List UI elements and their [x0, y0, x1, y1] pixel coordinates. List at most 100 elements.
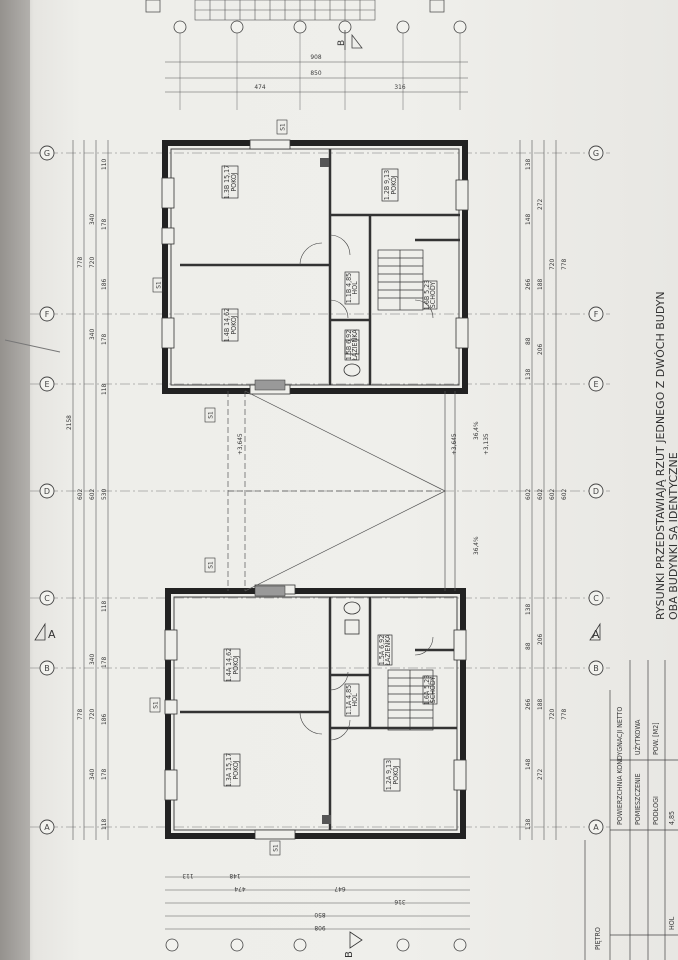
svg-text:POKÓJ: POKÓJ: [231, 655, 240, 674]
svg-text:148: 148: [524, 759, 532, 770]
axis-label-D-right: D: [593, 487, 599, 496]
svg-text:ŁAZIENKA: ŁAZIENKA: [351, 329, 359, 362]
svg-text:340: 340: [88, 329, 96, 340]
svg-text:88: 88: [524, 642, 532, 650]
svg-text:178: 178: [100, 334, 108, 345]
svg-text:UŻYTKOWA: UŻYTKOWA: [633, 719, 642, 755]
svg-text:1.5B 6,92: 1.5B 6,92: [345, 330, 353, 360]
svg-text:138: 138: [524, 369, 532, 380]
svg-text:138: 138: [524, 604, 532, 615]
section-mark-A: A A: [34, 622, 601, 641]
svg-text:POKÓJ: POKÓJ: [391, 765, 400, 784]
svg-text:908: 908: [314, 924, 325, 932]
svg-text:272: 272: [536, 769, 544, 780]
axis-bubble-6-top: [453, 20, 467, 34]
dim-top-1: 908: [310, 53, 321, 61]
caption: RYSUNKI PRZEDSTAWIAJĄ RZUT JEDNEGO Z DWÓ…: [654, 291, 678, 620]
svg-text:138: 138: [524, 819, 532, 830]
svg-text:178: 178: [100, 219, 108, 230]
top-table: [194, 0, 376, 21]
lower-stair: [387, 669, 434, 731]
svg-text:4,85: 4,85: [668, 811, 676, 825]
svg-text:POKÓJ: POKÓJ: [389, 175, 398, 194]
svg-text:602: 602: [88, 489, 96, 500]
svg-text:B: B: [337, 40, 347, 46]
svg-text:S1: S1: [155, 281, 163, 289]
axis-label-E-left: E: [44, 380, 49, 389]
axis-label-F-left: F: [45, 310, 50, 319]
svg-text:148: 148: [229, 872, 240, 880]
upper-outer-wall: [162, 140, 468, 394]
svg-text:186: 186: [100, 279, 108, 290]
lower-outer-wall: [165, 588, 466, 839]
svg-text:HOL: HOL: [351, 693, 359, 707]
svg-text:602: 602: [524, 489, 532, 500]
svg-text:1.6B 5,23: 1.6B 5,23: [423, 280, 431, 310]
axis-bubble-5-top: [396, 20, 410, 34]
svg-text:186: 186: [100, 714, 108, 725]
axis-label-A-left: A: [44, 823, 50, 832]
svg-text:113: 113: [182, 872, 193, 880]
axis-bubble-D-left: [39, 483, 55, 499]
svg-text:1.2B 9,13: 1.2B 9,13: [383, 170, 391, 200]
svg-text:POMIESZCZENIE: POMIESZCZENIE: [634, 773, 642, 825]
svg-text:HOL: HOL: [668, 916, 676, 930]
svg-text:778: 778: [76, 257, 84, 268]
svg-text:1.1A 4,85: 1.1A 4,85: [345, 685, 353, 715]
axis-label-B-right: B: [593, 664, 599, 673]
axis-bubble-A-left: [39, 819, 55, 835]
axis-label-C-left: C: [44, 594, 50, 603]
svg-text:1.3A 15,17: 1.3A 15,17: [225, 753, 233, 787]
svg-text:720: 720: [88, 709, 96, 720]
axis-bubble-B-left: [39, 660, 55, 676]
axis-bubble-G-left: [39, 145, 55, 161]
svg-text:778: 778: [560, 259, 568, 270]
section-mark-top: B: [337, 30, 363, 50]
svg-text:316: 316: [394, 898, 405, 906]
svg-text:602: 602: [548, 489, 556, 500]
svg-text:602: 602: [76, 489, 84, 500]
svg-text:OBA BUDYNKI SĄ IDENTYCZNE: OBA BUDYNKI SĄ IDENTYCZNE: [667, 452, 678, 620]
axis-label-G-left: G: [44, 149, 50, 158]
svg-text:RYSUNKI PRZEDSTAWIAJĄ RZUT JED: RYSUNKI PRZEDSTAWIAJĄ RZUT JEDNEGO Z DWÓ…: [654, 291, 667, 620]
svg-text:S1: S1: [272, 844, 280, 852]
svg-text:+3,645: +3,645: [450, 433, 458, 455]
axis-label-A-right: A: [593, 823, 599, 832]
axis-bubble-C-right: [588, 590, 604, 606]
svg-text:272: 272: [536, 199, 544, 210]
svg-text:S1: S1: [207, 411, 215, 419]
axis-bubble-2-top: [230, 20, 244, 34]
svg-text:1.4A 14,62: 1.4A 14,62: [225, 648, 233, 682]
svg-text:1.5A 6,92: 1.5A 6,92: [378, 635, 386, 665]
axis-bubble-E-left: [39, 376, 55, 392]
axis-bubble-B-right: [588, 660, 604, 676]
axis-label-E-right: E: [593, 380, 598, 389]
upper-stair: [377, 249, 424, 311]
svg-text:778: 778: [560, 709, 568, 720]
svg-text:1.6A 5,23: 1.6A 5,23: [423, 675, 431, 705]
svg-text:148: 148: [524, 214, 532, 225]
fold-shadow: [0, 0, 30, 960]
svg-text:POKÓJ: POKÓJ: [229, 315, 238, 334]
svg-text:720: 720: [88, 257, 96, 268]
svg-text:1.4B 14,62: 1.4B 14,62: [223, 308, 231, 342]
building-lower: [164, 584, 467, 840]
axis-bubble-A-right: [588, 819, 604, 835]
svg-text:778: 778: [76, 709, 84, 720]
svg-text:S1: S1: [279, 123, 287, 131]
svg-text:A: A: [592, 628, 600, 641]
svg-text:720: 720: [548, 259, 556, 270]
upper-room-tags: 1.3B 15,17 POKÓJ 1.4B 14,62 POKÓJ 1.2B 9…: [221, 165, 438, 362]
svg-text:178: 178: [100, 657, 108, 668]
svg-text:850: 850: [314, 911, 325, 919]
svg-text:206: 206: [536, 634, 544, 645]
axis-bubble-E-right: [588, 376, 604, 392]
svg-text:340: 340: [88, 769, 96, 780]
table-title: PIĘTRO: [594, 927, 602, 950]
svg-text:S1: S1: [207, 561, 215, 569]
svg-text:602: 602: [560, 489, 568, 500]
axis-label-C-right: C: [593, 594, 599, 603]
svg-text:118: 118: [100, 819, 108, 830]
svg-text:1.3B 15,17: 1.3B 15,17: [223, 165, 231, 199]
